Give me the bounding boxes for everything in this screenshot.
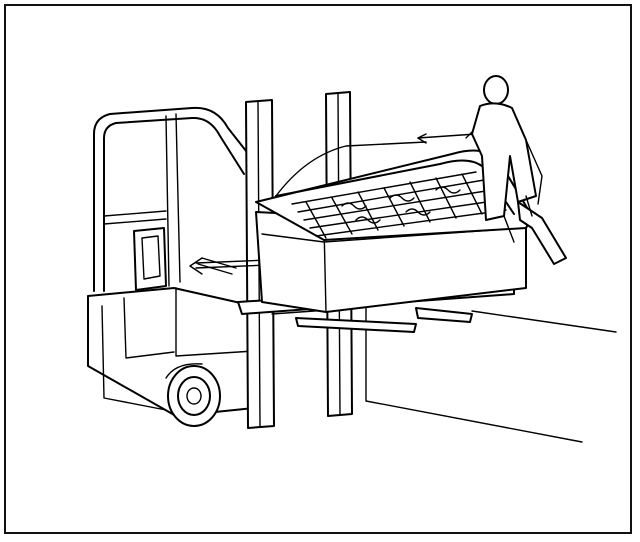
forklift-illustration [87,75,617,443]
forklift-icon [87,106,255,427]
floor-lines [365,290,617,443]
illustration-frame [4,4,632,534]
direction-arrow-icon [189,257,269,275]
case-product-grid [291,171,507,239]
wheel-icon [167,365,221,427]
worker-figure-icon [465,75,567,265]
